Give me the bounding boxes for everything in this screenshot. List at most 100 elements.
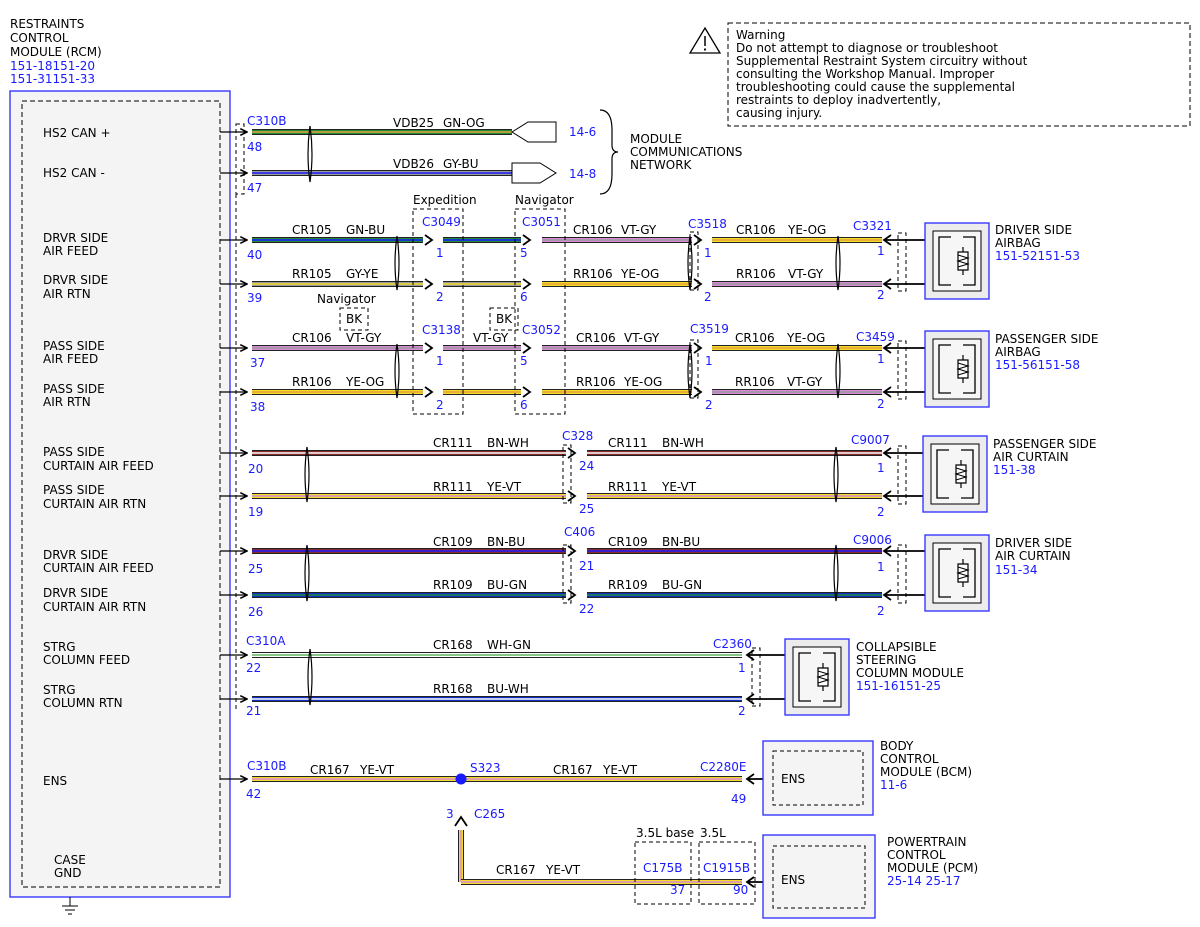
pin-42: 42 <box>246 787 261 801</box>
connector-outline-0 <box>897 232 907 292</box>
warning-line-2: Do not attempt to diagnose or troublesho… <box>736 41 998 55</box>
dev-bcm-ref[interactable]: 11-6 <box>880 778 907 792</box>
warning-line-5: troubleshooting could cause the suppleme… <box>736 80 1015 94</box>
twist-marker-11 <box>307 648 313 706</box>
pin-hs2-can-minus: HS2 CAN - <box>43 166 105 180</box>
connector-outline-4 <box>751 647 761 707</box>
pin-c1915b-90: 90 <box>733 883 748 897</box>
conn-c3052[interactable]: C3052 <box>522 323 561 337</box>
twist-marker-5 <box>835 235 841 291</box>
steering-column-device[interactable] <box>784 638 850 716</box>
conn-c406[interactable]: C406 <box>564 525 595 539</box>
conn-c2360[interactable]: C2360 <box>713 637 752 651</box>
can-plus-connector-icon <box>511 121 557 143</box>
dev-pass-airbag-1: PASSENGER SIDE <box>995 332 1098 346</box>
net-ref-plus[interactable]: 14-6 <box>569 125 596 139</box>
wire-rr106-left-color: YE-OG <box>345 375 384 389</box>
dev-pcm-3: MODULE (PCM) <box>887 861 978 875</box>
conn-c1915b[interactable]: C1915B <box>703 861 750 875</box>
warning-icon <box>688 26 722 54</box>
conn-c2280e[interactable]: C2280E <box>700 760 747 774</box>
pin-pass-curtain-rtn-1: PASS SIDE <box>43 483 105 497</box>
pin-drvr-curtain-feed-1: DRVR SIDE <box>43 548 108 562</box>
wire-rr111-left-id: RR111 <box>433 480 473 494</box>
dev-pass-curtain-ref[interactable]: 151-38 <box>993 463 1036 477</box>
pin-c3051-5: 5 <box>520 246 528 260</box>
wire-cr106-right2-color: YE-OG <box>786 331 825 345</box>
conn-c3049[interactable]: C3049 <box>422 215 461 229</box>
wire-cr106-left-color: VT-GY <box>346 331 382 345</box>
conn-c9007[interactable]: C9007 <box>851 433 890 447</box>
driver-airbag-device[interactable] <box>924 222 990 300</box>
conn-s323[interactable]: S323 <box>470 761 501 775</box>
pin-c3459-2: 2 <box>877 397 885 411</box>
pin-hs2-can-plus: HS2 CAN + <box>43 126 111 140</box>
pin-37: 37 <box>250 356 265 370</box>
wire-cr106-b <box>542 234 703 246</box>
net-ref-minus[interactable]: 14-8 <box>569 167 596 181</box>
conn-c265[interactable]: C265 <box>474 807 505 821</box>
pin-26: 26 <box>248 605 263 619</box>
pin-pass-air-rtn-1: PASS SIDE <box>43 382 105 396</box>
warning-line-1: Warning <box>736 28 785 42</box>
dev-drvr-curtain-1: DRIVER SIDE <box>995 536 1072 550</box>
pin-c3519-2: 2 <box>705 398 713 412</box>
dev-driver-airbag-2: AIRBAG <box>995 236 1041 250</box>
conn-c175b[interactable]: C175B <box>643 861 683 875</box>
wire-rr111-left-color: YE-VT <box>486 480 522 494</box>
conn-c9006[interactable]: C9006 <box>853 533 892 547</box>
pin-c3519-1: 1 <box>705 354 713 368</box>
warning-line-6: restraints to deploy inadvertently, <box>736 93 941 107</box>
wire-cr105-a <box>252 234 434 246</box>
passenger-curtain-device[interactable] <box>922 435 988 513</box>
conn-c310a[interactable]: C310A <box>246 634 286 648</box>
rcm-ref-2[interactable]: 151-31151-33 <box>10 72 95 86</box>
wire-cr106-pa <box>252 342 434 354</box>
wire-cr167-bottom-color: YE-VT <box>545 863 581 877</box>
passenger-airbag-device[interactable] <box>924 330 990 408</box>
wire-cr105-b <box>443 234 532 246</box>
conn-c3459[interactable]: C3459 <box>856 330 895 344</box>
conn-c3138[interactable]: C3138 <box>422 323 461 337</box>
pin-c2360-2: 2 <box>738 704 746 718</box>
connector-outline-1 <box>897 340 907 400</box>
wire-vdb25-color: GN-OG <box>443 116 485 130</box>
wire-vtgy-short: VT-GY <box>473 331 509 345</box>
wire-rr106-mid2-color: YE-OG <box>623 375 662 389</box>
rcm-ref-1[interactable]: 151-18151-20 <box>10 59 95 73</box>
wire-rr111-right-id: RR111 <box>608 480 648 494</box>
conn-c328[interactable]: C328 <box>562 429 593 443</box>
wire-cr109-left-id: CR109 <box>433 535 473 549</box>
wire-cr106-pb <box>443 342 532 354</box>
conn-c3051[interactable]: C3051 <box>522 215 561 229</box>
conn-c3519[interactable]: C3519 <box>690 322 729 336</box>
driver-curtain-device[interactable] <box>924 534 990 612</box>
wire-cr167-right-id: CR167 <box>553 763 593 777</box>
dev-steering-ref[interactable]: 151-16151-25 <box>856 679 941 693</box>
dev-driver-airbag-ref[interactable]: 151-52151-53 <box>995 249 1080 263</box>
wire-cr111-left-color: BN-WH <box>487 436 529 450</box>
pin-c3049-2: 2 <box>436 290 444 304</box>
dev-steering-1: COLLAPSIBLE <box>856 640 937 654</box>
wire-rr106-left-id: RR106 <box>292 375 332 389</box>
pin-c265-3: 3 <box>446 807 454 821</box>
conn-c310b-top[interactable]: C310B <box>247 114 287 128</box>
dev-drvr-curtain-ref[interactable]: 151-34 <box>995 563 1038 577</box>
dev-pcm-ref[interactable]: 25-14 25-17 <box>887 874 961 888</box>
connector-outline-8 <box>689 339 699 399</box>
pin-c9007-2: 2 <box>877 505 885 519</box>
conn-c3321[interactable]: C3321 <box>853 219 892 233</box>
wire-rr106-mid2-id: RR106 <box>576 375 616 389</box>
wire-cr106-right-color: YE-OG <box>787 223 826 237</box>
device-connector-arrow-9 <box>745 693 788 705</box>
wire-rr109-right-color: BU-GN <box>662 578 702 592</box>
pin-c2360-1: 1 <box>738 661 746 675</box>
wire-rr109-right-id: RR109 <box>608 578 648 592</box>
dev-pass-airbag-ref[interactable]: 151-56151-58 <box>995 358 1080 372</box>
splice-s323[interactable] <box>455 773 467 785</box>
wire-rr106-pa <box>252 386 434 398</box>
device-labels: DRIVER SIDE AIRBAG 151-52151-53 PASSENGE… <box>856 223 1098 888</box>
pin-c2280e-49: 49 <box>731 792 746 806</box>
conn-c310b-bottom[interactable]: C310B <box>247 759 287 773</box>
conn-c3518[interactable]: C3518 <box>688 217 727 231</box>
